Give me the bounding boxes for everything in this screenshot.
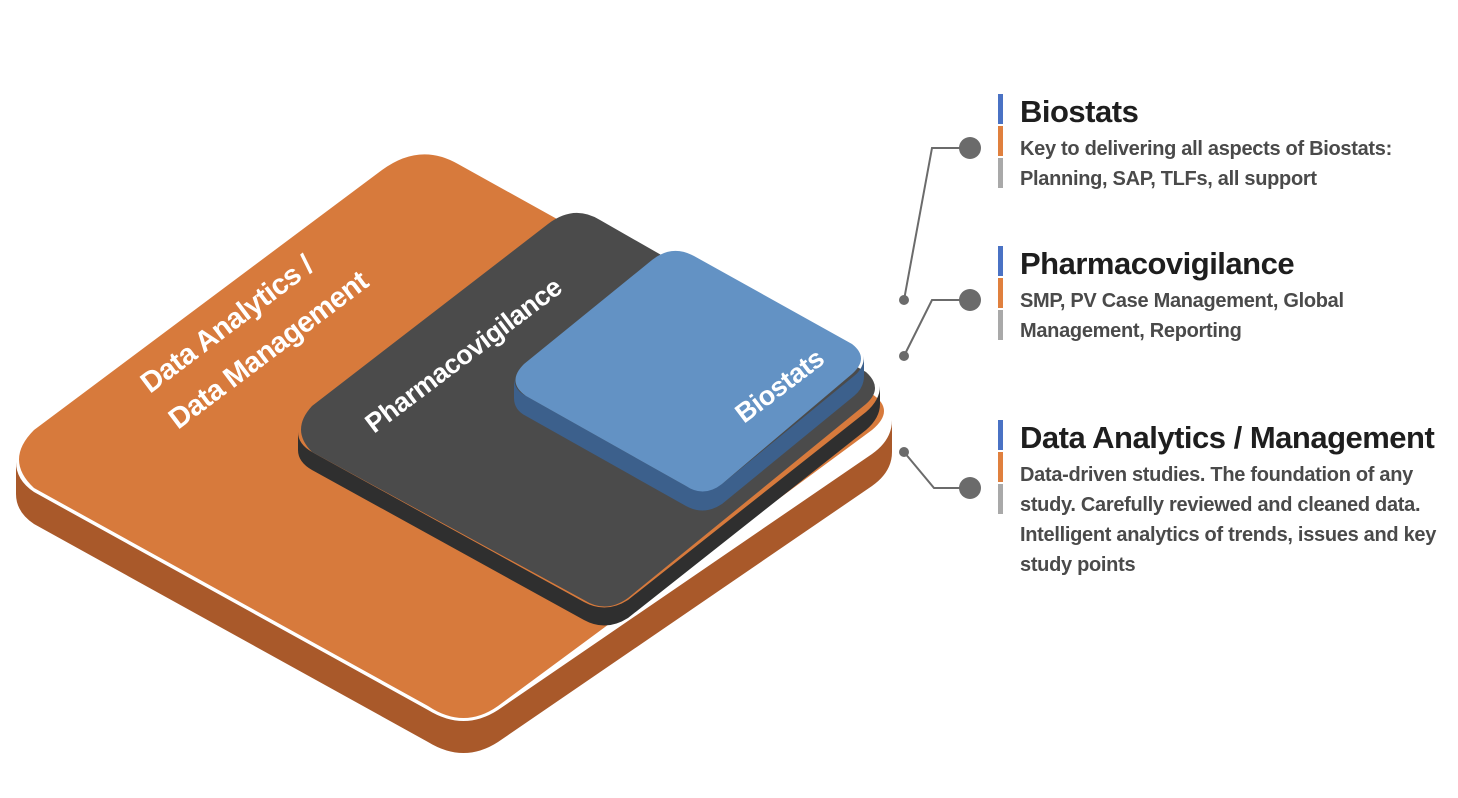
- connector-biostats-node: [959, 137, 981, 159]
- callout-data-analytics: Data Analytics / Management Data-driven …: [998, 420, 1448, 580]
- connector-biostats: [903, 147, 968, 301]
- callout-title: Pharmacovigilance: [1020, 246, 1295, 281]
- callout-title: Data Analytics / Management: [1020, 420, 1435, 455]
- callout-color-bars: [998, 94, 1004, 190]
- biostats-layer: [514, 250, 864, 511]
- biostats-layer-top: [515, 250, 861, 492]
- connector-pharmacovigilance-end-dot: [899, 351, 909, 361]
- biostats-layer-side: [514, 356, 864, 511]
- connector-data-analytics-end-dot: [899, 447, 909, 457]
- callout-pharmacovigilance: Pharmacovigilance SMP, PV Case Managemen…: [998, 246, 1438, 346]
- connector-pharmacovigilance-node: [959, 289, 981, 311]
- callout-title: Biostats: [1020, 94, 1139, 129]
- connector-biostats-end-dot: [899, 295, 909, 305]
- connector-data-analytics-node: [959, 477, 981, 499]
- callout-description: SMP, PV Case Management, Global Manageme…: [1020, 290, 1344, 342]
- callout-color-bars: [998, 246, 1004, 342]
- connector-pharmacovigilance: [903, 299, 968, 357]
- callout-description: Key to delivering all aspects of Biostat…: [1020, 138, 1392, 190]
- pharmacovigilance-layer-side: [298, 386, 880, 626]
- callout-biostats: Biostats Key to delivering all aspects o…: [998, 94, 1438, 194]
- callout-color-bars: [998, 420, 1004, 516]
- connector-data-analytics: [903, 451, 968, 489]
- data-analytics-layer-side: [16, 420, 892, 753]
- callout-description: Data-driven studies. The foundation of a…: [1020, 464, 1437, 576]
